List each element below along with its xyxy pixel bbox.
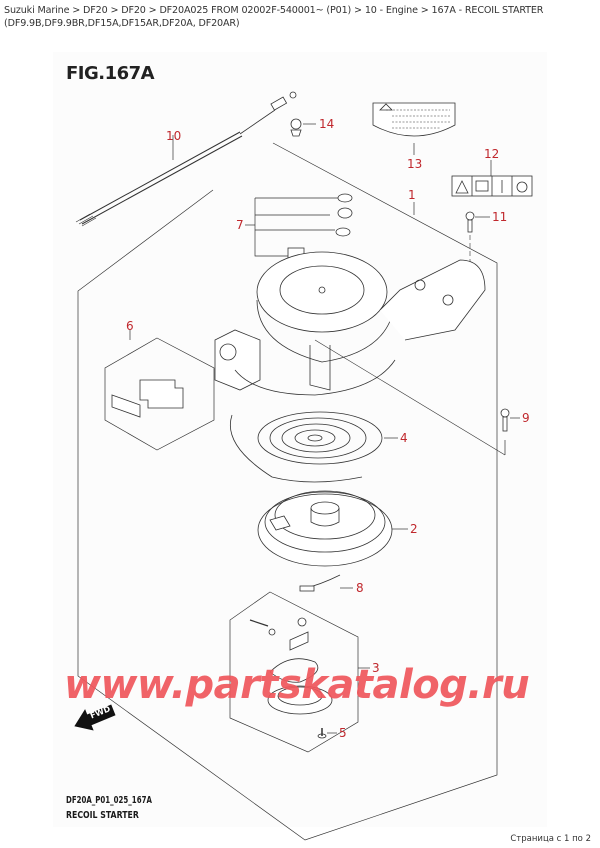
caution-label-part-13[interactable]: [372, 102, 456, 155]
figure-title: FIG.167A: [66, 63, 155, 84]
recoil-starter-housing[interactable]: [214, 251, 486, 396]
callout-5[interactable]: 5: [339, 726, 347, 740]
callout-9[interactable]: 9: [522, 411, 530, 425]
leader-9-guide: [314, 339, 506, 456]
warning-label-part-12[interactable]: [451, 160, 533, 197]
screw-part-5[interactable]: [317, 728, 337, 739]
callout-6[interactable]: 6: [126, 319, 134, 333]
callout-1[interactable]: 1: [408, 188, 416, 202]
bolt-part-9[interactable]: [500, 408, 520, 455]
rope-part-8[interactable]: [299, 574, 353, 592]
cable-part-10[interactable]: [75, 91, 297, 227]
assembly-outline: [77, 142, 498, 841]
ratchet-kit-part-3[interactable]: [229, 591, 370, 753]
recoil-spring-part-4[interactable]: [230, 411, 398, 483]
fwd-arrow-icon: FWD: [74, 704, 116, 731]
handle-part-6[interactable]: [104, 330, 215, 451]
callout-14[interactable]: 14: [319, 117, 335, 131]
callout-8[interactable]: 8: [356, 581, 364, 595]
callout-2[interactable]: 2: [410, 522, 418, 536]
drum-part-2[interactable]: [257, 490, 408, 567]
callout-12[interactable]: 12: [484, 147, 500, 161]
callout-3[interactable]: 3: [372, 661, 380, 675]
figure-name: RECOIL STARTER: [66, 810, 139, 821]
page-indicator: Страница с 1 по 2: [510, 834, 591, 844]
callout-7[interactable]: 7: [236, 218, 244, 232]
breadcrumb[interactable]: Suzuki Marine > DF20 > DF20 > DF20A025 F…: [4, 5, 544, 29]
figure-code: DF20A_P01_025_167A: [66, 795, 152, 806]
callout-13[interactable]: 13: [407, 157, 423, 171]
callout-10[interactable]: 10: [166, 129, 182, 143]
watermark: www.partskatalog.ru: [64, 662, 530, 708]
lock-kit-part-7[interactable]: [245, 193, 353, 261]
clamp-part-14[interactable]: [290, 118, 316, 137]
callout-4[interactable]: 4: [400, 431, 408, 445]
callout-11[interactable]: 11: [492, 210, 508, 224]
